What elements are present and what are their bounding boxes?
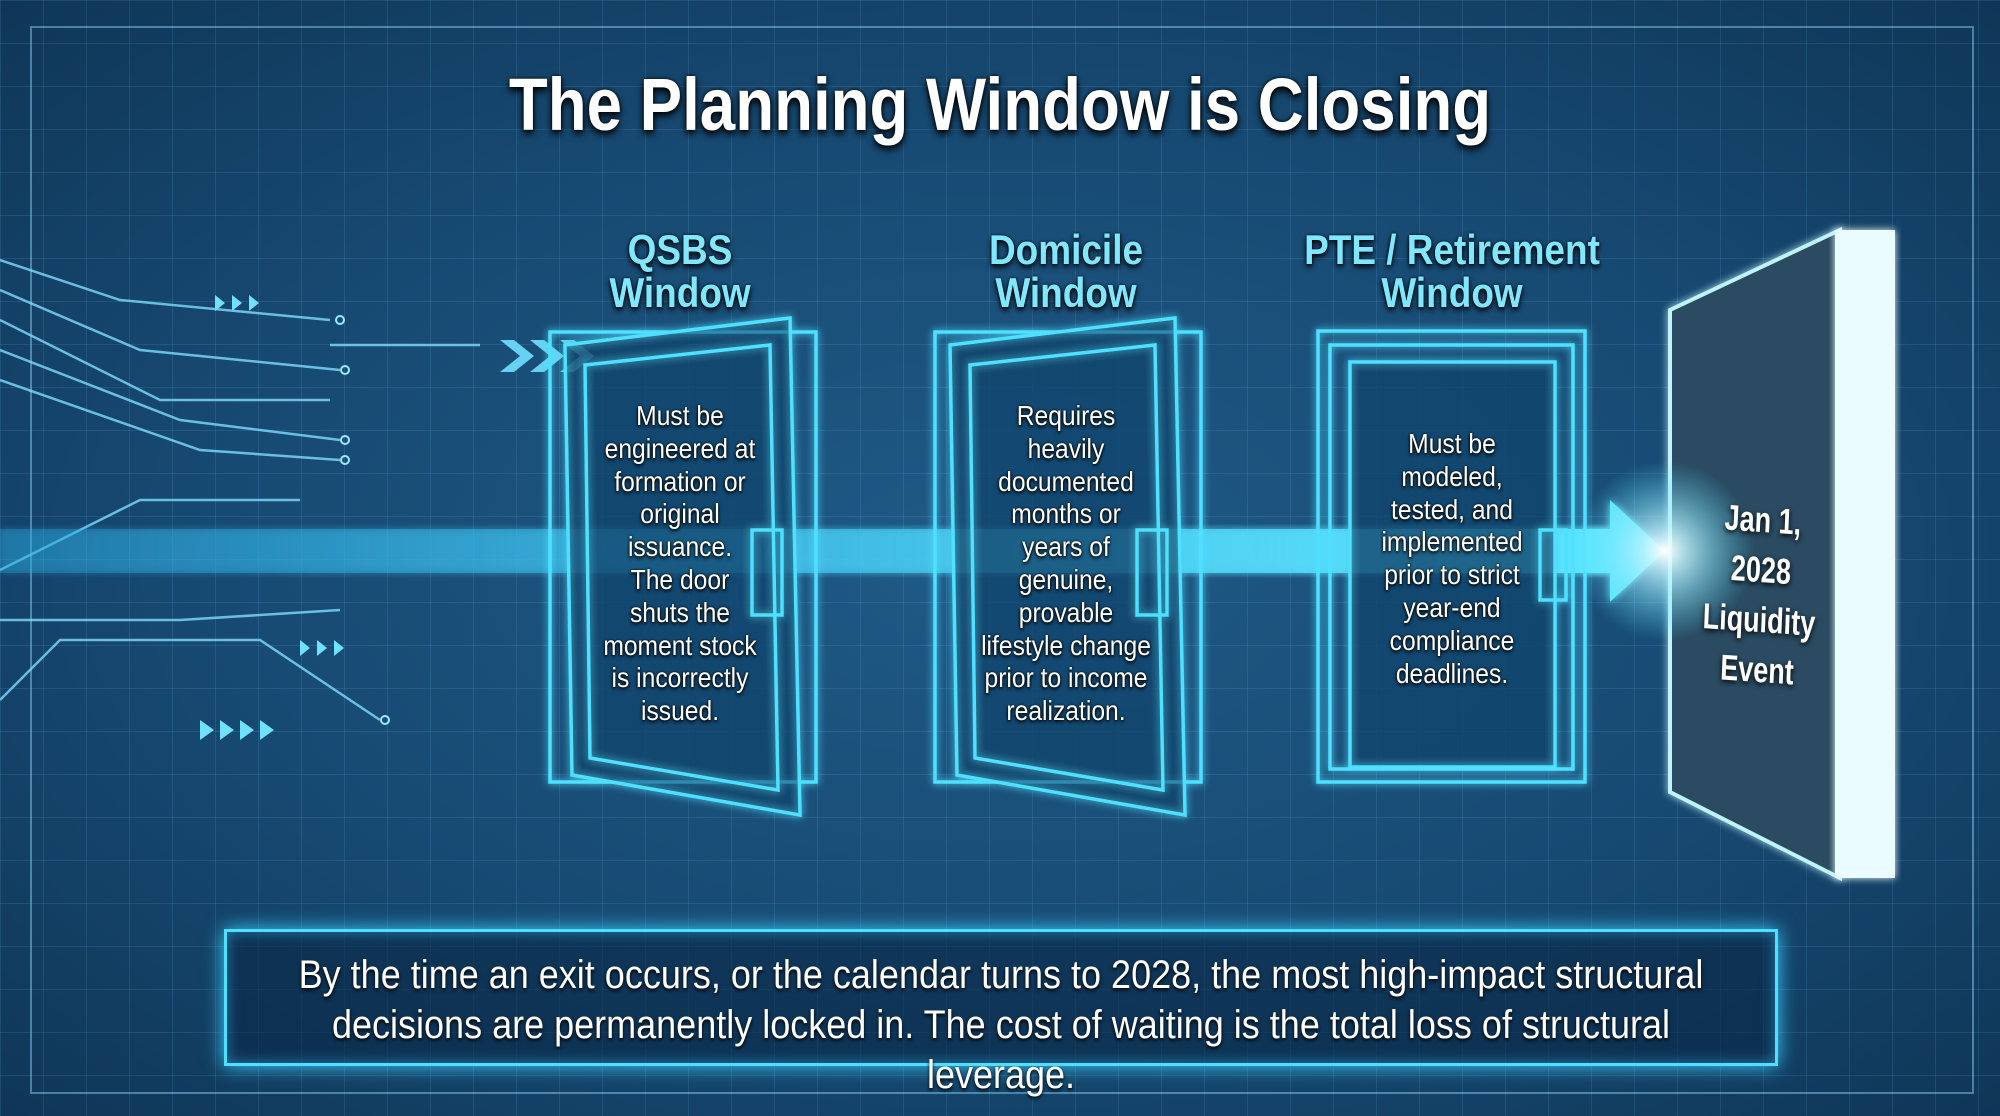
event-name: Liquidity Event xyxy=(1702,595,1817,693)
timeline-beam xyxy=(0,529,1610,573)
text-line: Must be xyxy=(636,400,724,431)
text-line: formation or xyxy=(614,465,746,497)
text-line: compliance xyxy=(1389,624,1515,656)
liquidity-event-label: Jan 1, 2028 Liquidity Event xyxy=(1689,490,1832,699)
text-line: prior to income xyxy=(984,662,1148,694)
text-line: issuance. xyxy=(627,531,733,563)
pte-door xyxy=(1316,329,1587,784)
text-line: months or xyxy=(1011,498,1121,530)
text-line: shuts the xyxy=(629,596,730,628)
light-flare xyxy=(1575,461,1755,641)
liquidity-event-slab xyxy=(1668,226,1895,882)
text-line: realization. xyxy=(1006,695,1126,727)
text-line: modeled, xyxy=(1401,460,1503,492)
text-line: issued. xyxy=(640,695,720,727)
text-line: lifestyle change xyxy=(981,629,1151,661)
text-line: moment stock xyxy=(603,629,757,661)
text-line: provable xyxy=(1018,596,1114,628)
text-line: prior to strict xyxy=(1384,559,1520,591)
page-title: The Planning Window is Closing xyxy=(508,63,1492,146)
text-line: years of xyxy=(1022,531,1110,563)
text-line: is incorrectly xyxy=(611,662,749,694)
text-line: deadlines. xyxy=(1395,657,1509,689)
text-line: heavily xyxy=(1027,432,1105,464)
heading-line: Window xyxy=(609,269,751,316)
heading-line: Window xyxy=(1381,269,1523,316)
text-line: tested, and xyxy=(1391,493,1513,525)
circuit-lines xyxy=(0,258,480,722)
text-line: Requires xyxy=(1016,400,1116,431)
heading-line: Window xyxy=(995,269,1137,316)
heading-line: PTE / Retirement xyxy=(1304,226,1600,273)
summary-line: decisions are permanently locked in. The… xyxy=(331,1003,1670,1097)
qsbs-door xyxy=(548,316,818,818)
text-line: documented xyxy=(998,465,1134,497)
text-line: original xyxy=(640,498,720,530)
domicile-door xyxy=(933,316,1203,818)
summary-box: By the time an exit occurs, or the calen… xyxy=(224,929,1778,1097)
text-line: The door xyxy=(630,563,730,595)
heading-line: QSBS xyxy=(627,226,733,273)
text-line: engineered at xyxy=(604,432,756,464)
event-date: Jan 1, 2028 xyxy=(1723,496,1802,593)
circuit-nodes xyxy=(335,315,390,725)
text-line: Must be xyxy=(1408,428,1496,459)
text-line: year-end xyxy=(1403,591,1501,623)
text-line: implemented xyxy=(1381,526,1523,558)
text-line: genuine, xyxy=(1018,563,1114,595)
summary-line: By the time an exit occurs, or the calen… xyxy=(298,953,1704,997)
summary-text: By the time an exit occurs, or the calen… xyxy=(268,950,1733,1100)
heading-line: Domicile xyxy=(988,226,1144,273)
